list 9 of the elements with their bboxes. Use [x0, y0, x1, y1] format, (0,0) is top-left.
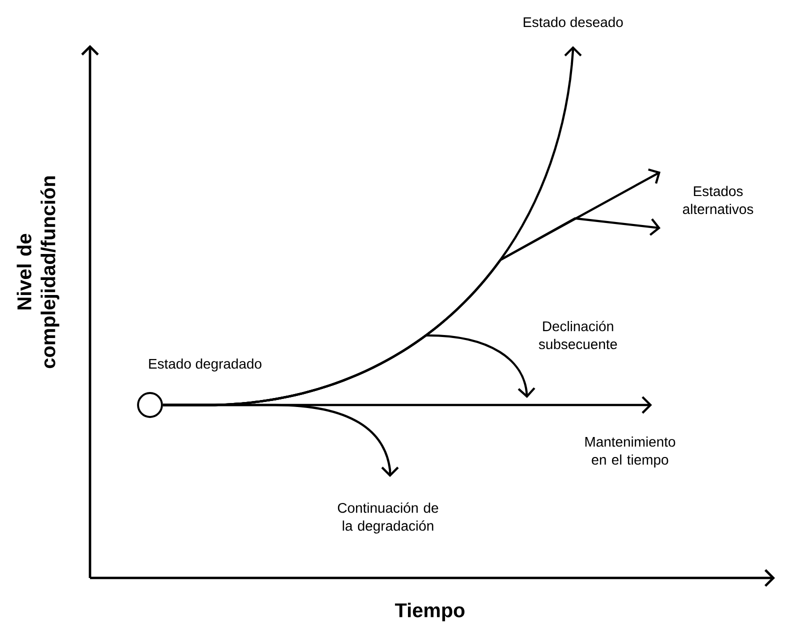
state-label: Estados alternativos	[682, 186, 754, 214]
state-label: Estado degradado	[149, 358, 262, 372]
state-label: Mantenimiento en el tiempo	[585, 436, 676, 468]
trajectory-arrow	[162, 404, 399, 477]
state-label: Estado deseado	[524, 16, 623, 28]
axis-title: Nivel de complejidad/función	[16, 176, 60, 368]
axis-title: Tiempo	[394, 602, 464, 622]
branch-label: Declinación subsecuente	[538, 320, 617, 350]
state-label: Continuación de la degradación	[338, 502, 438, 534]
